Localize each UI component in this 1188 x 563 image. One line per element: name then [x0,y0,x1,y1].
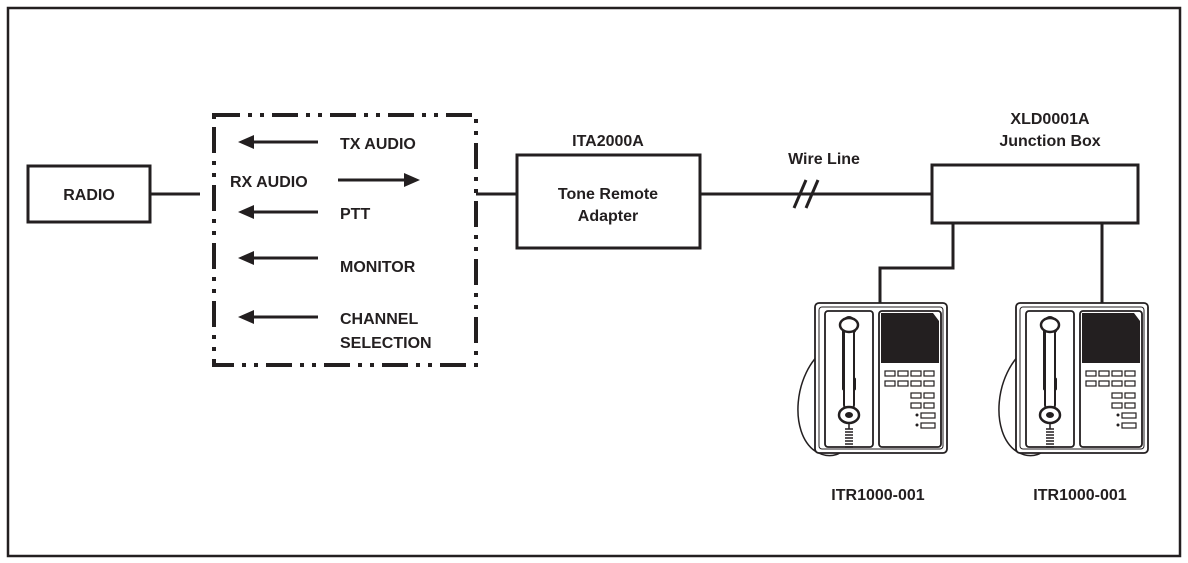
tx-audio-arrow-head [238,135,254,149]
tx-audio-label: TX AUDIO [340,136,416,153]
rx-audio-arrow-head [404,173,420,187]
phone-1-connection [878,223,955,305]
radio-label: RADIO [63,187,115,204]
phone-2 [998,301,1150,457]
adapter-block: ITA2000A Tone Remote Adapter [515,133,702,250]
rx-audio-label: RX AUDIO [230,174,308,191]
page-frame [6,6,1182,558]
signal-channel-selection: CHANNEL SELECTION [238,310,432,352]
phone-2-label: ITR1000-001 [1033,487,1126,504]
monitor-label: MONITOR [340,259,416,276]
signal-monitor: MONITOR [238,251,416,276]
interface-block [212,113,478,367]
signal-tx-audio: TX AUDIO [238,135,416,153]
phone-1-label: ITR1000-001 [831,487,924,504]
wire-line: Wire Line [700,151,932,209]
phone-1 [797,301,949,457]
channel-label-line2: SELECTION [340,335,432,352]
radio-block: RADIO [26,164,152,224]
junction-model: XLD0001A [1010,111,1090,128]
adapter-box [515,153,702,250]
wire-break-mark-2 [804,179,820,209]
monitor-arrow-head [238,251,254,265]
channel-arrow-head [238,310,254,324]
signal-ptt: PTT [238,205,370,223]
signal-rx-audio: RX AUDIO [230,173,420,191]
adapter-model: ITA2000A [572,133,644,150]
wire-break-mark-1 [792,179,808,209]
junction-label: Junction Box [999,133,1100,150]
wire-line-label: Wire Line [788,151,860,168]
ptt-arrow-head [238,205,254,219]
adapter-label-line2: Adapter [578,208,638,225]
channel-label-line1: CHANNEL [340,311,418,328]
junction-box-rect [930,163,1140,225]
adapter-label-line1: Tone Remote [558,186,658,203]
interface-dashed-border [212,113,478,367]
junction-box: XLD0001A Junction Box [930,111,1140,225]
ptt-label: PTT [340,206,370,223]
